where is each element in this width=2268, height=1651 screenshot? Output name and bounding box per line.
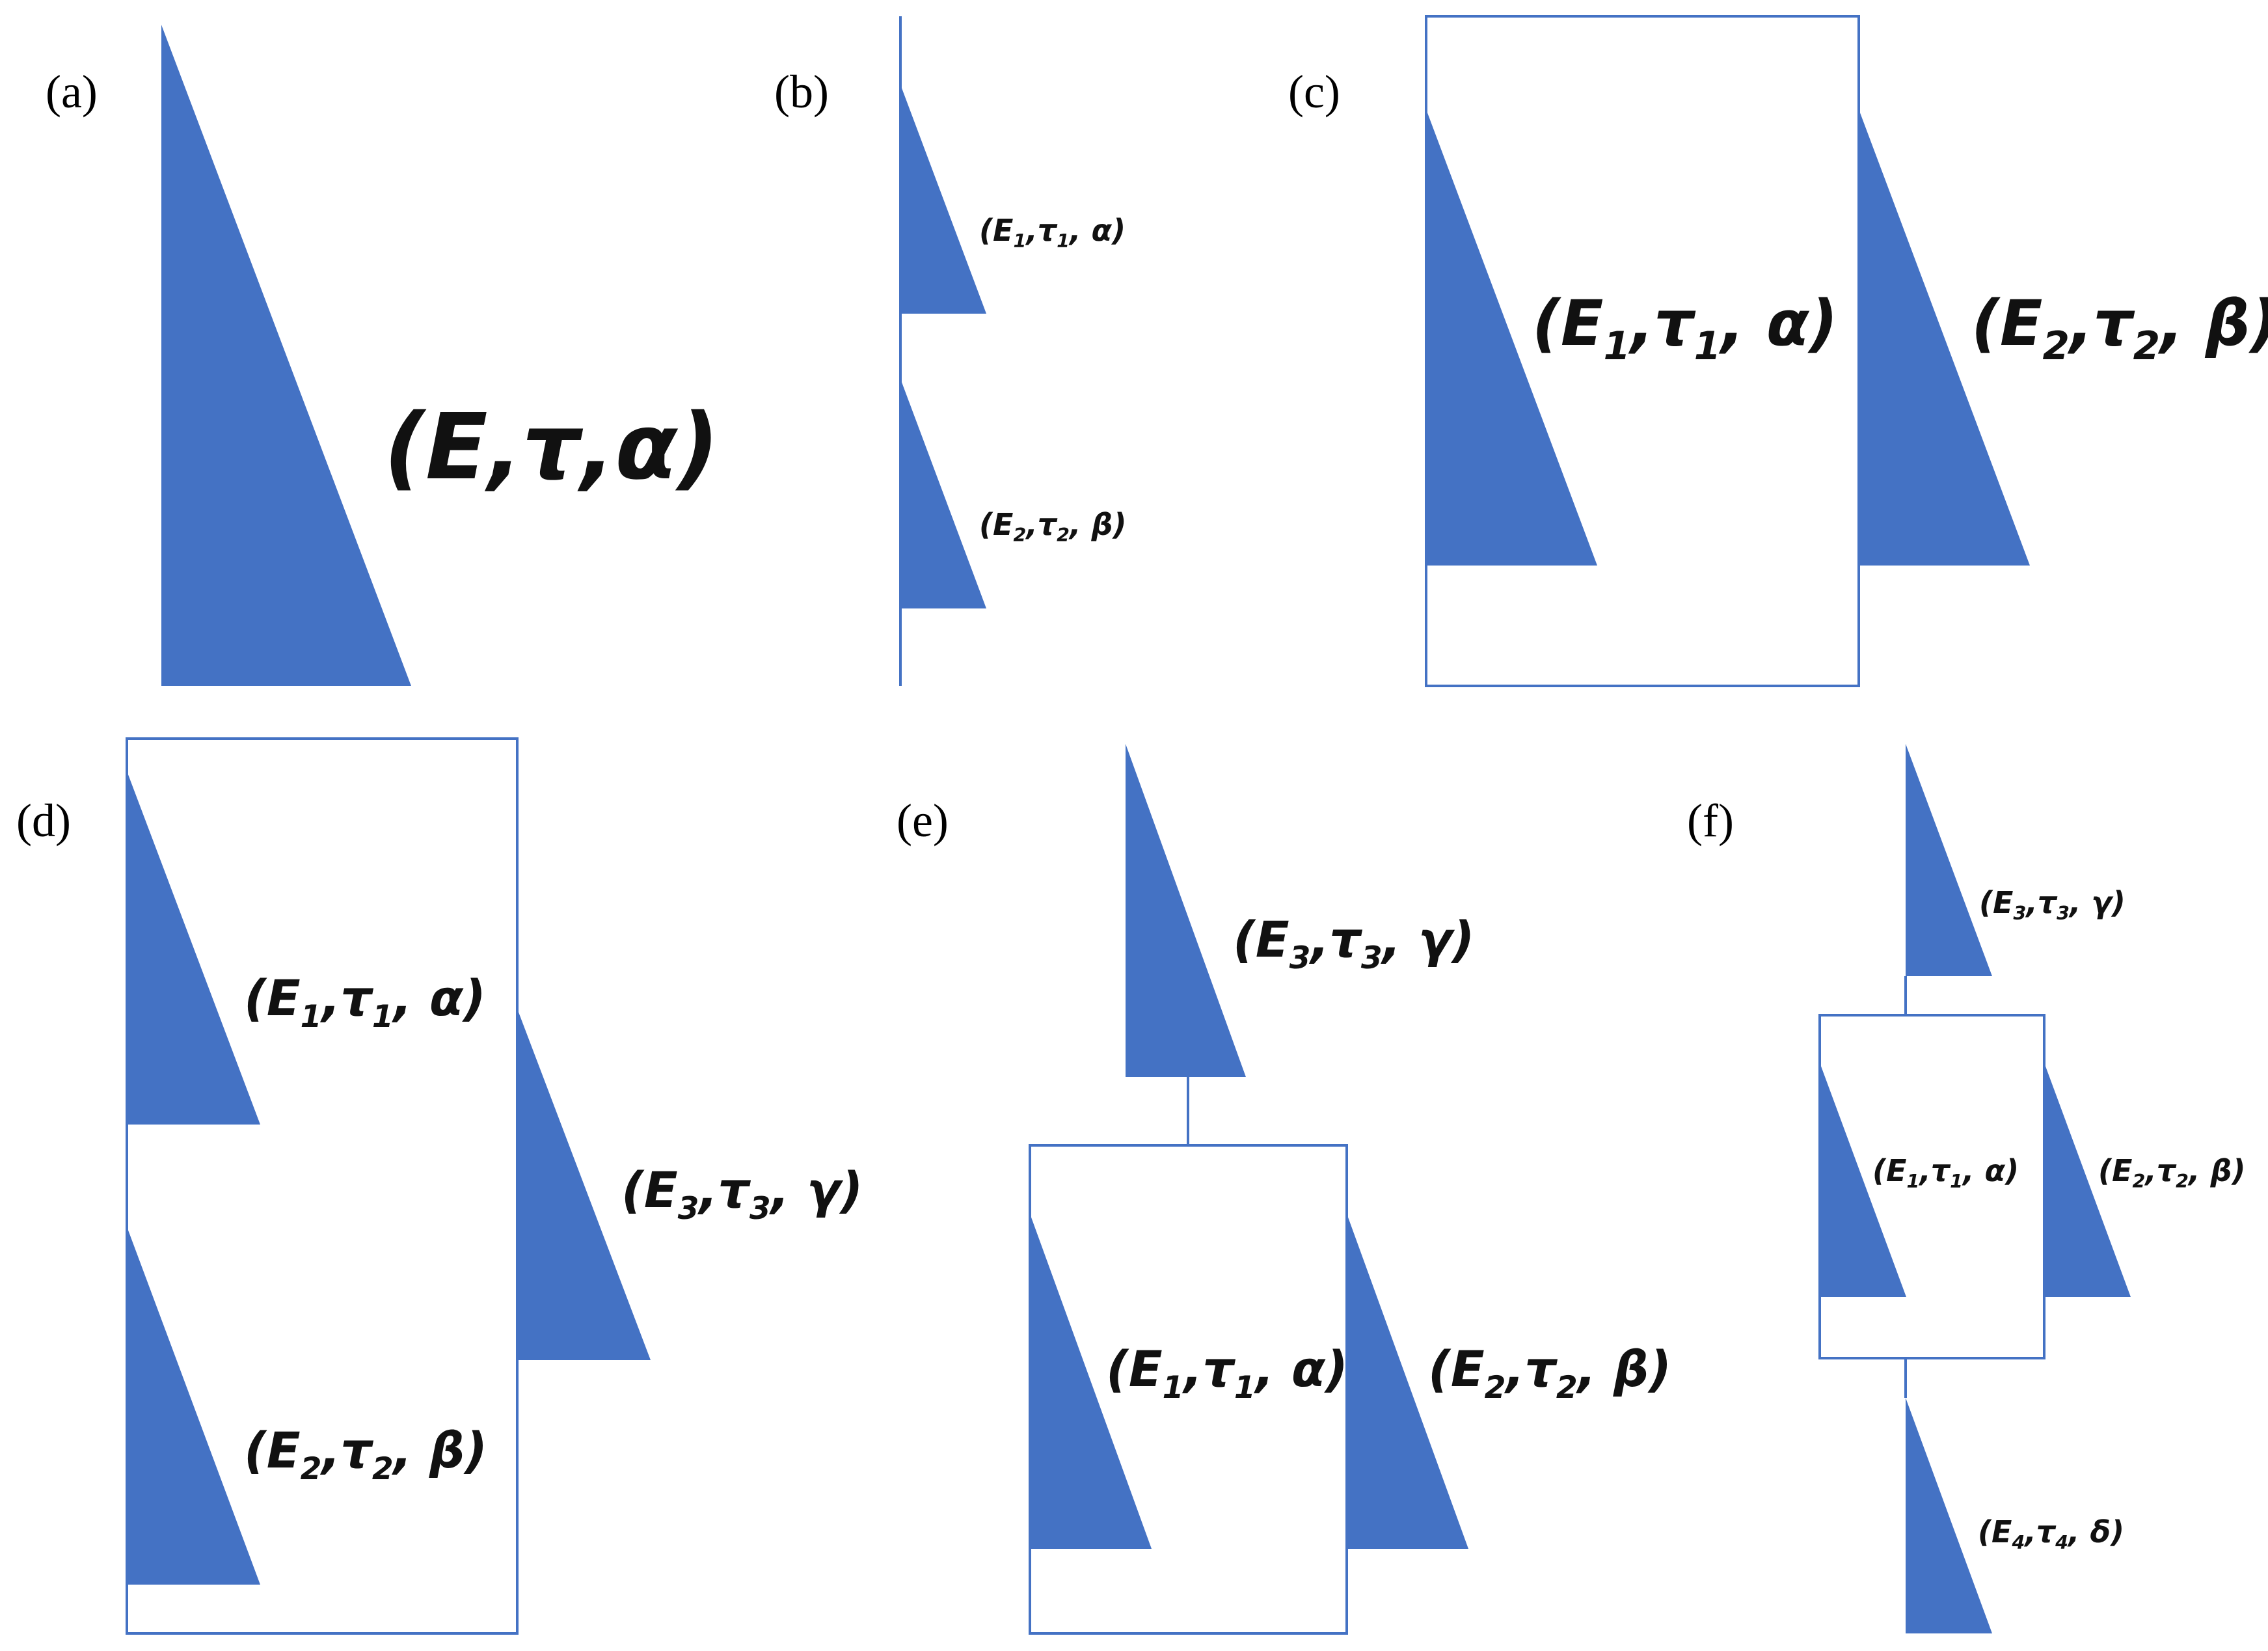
panel-label-b: (b) (774, 66, 829, 118)
triangle-element (2044, 1063, 2131, 1297)
triangle-element (517, 1009, 651, 1360)
element-label: (E4,τ4, δ) (1978, 1514, 2124, 1553)
triangle-element (900, 85, 986, 314)
panel-f: (f) (E3,τ3, γ) (E1,τ1, α) (E2,τ2, β) (E4… (1687, 744, 2245, 1633)
element-label: (E2,τ2, β) (2098, 1153, 2245, 1192)
triangle-element (1820, 1063, 1906, 1297)
triangle-element (1347, 1214, 1468, 1549)
panel-d: (d) (E1,τ1, α) (E2,τ2, β) (E3,τ3, γ) (16, 737, 863, 1635)
panel-c: (c) (E1,τ1, α) (E2,τ2, β) (1288, 15, 2268, 687)
element-label: (E,τ,α) (384, 394, 720, 500)
element-label: (E2,τ2, β) (979, 507, 1126, 546)
panel-label-f: (f) (1687, 795, 1734, 847)
triangle-element (127, 1227, 260, 1585)
triangle-element (1126, 744, 1246, 1077)
panel-label-a: (a) (46, 66, 98, 118)
element-label: (E1,τ1, α) (979, 213, 1126, 252)
panel-e: (e) (E3,τ3, γ) (E1,τ1, α) (E2,τ2, β) (897, 744, 1671, 1635)
element-label: (E2,τ2, β) (1428, 1340, 1671, 1406)
element-label: (E2,τ2, β) (1971, 287, 2268, 369)
triangle-element (1426, 109, 1597, 566)
panel-label-e: (e) (897, 795, 949, 847)
triangle-element (1906, 1398, 1992, 1633)
element-label: (E1,τ1, α) (244, 969, 486, 1035)
triangle-element (161, 25, 411, 686)
element-label: (E2,τ2, β) (244, 1421, 487, 1487)
triangle-element (1859, 109, 2030, 566)
element-label: (E3,τ3, γ) (621, 1161, 863, 1227)
panel-a: (a) (E,τ,α) (46, 25, 720, 686)
triangle-element (1906, 744, 1992, 976)
triangle-element (1030, 1214, 1152, 1549)
panel-b: (b) (E1,τ1, α) (E2,τ2, β) (774, 16, 1126, 686)
panel-label-d: (d) (16, 795, 71, 847)
panel-label-c: (c) (1288, 66, 1340, 118)
element-label: (E1,τ1, α) (1532, 287, 1838, 369)
triangle-element (127, 771, 260, 1125)
element-label: (E1,τ1, α) (1872, 1153, 2019, 1192)
triangle-element (900, 379, 986, 608)
element-label: (E1,τ1, α) (1106, 1340, 1348, 1406)
element-label: (E3,τ3, γ) (1233, 910, 1474, 976)
element-label: (E3,τ3, γ) (1979, 885, 2126, 924)
